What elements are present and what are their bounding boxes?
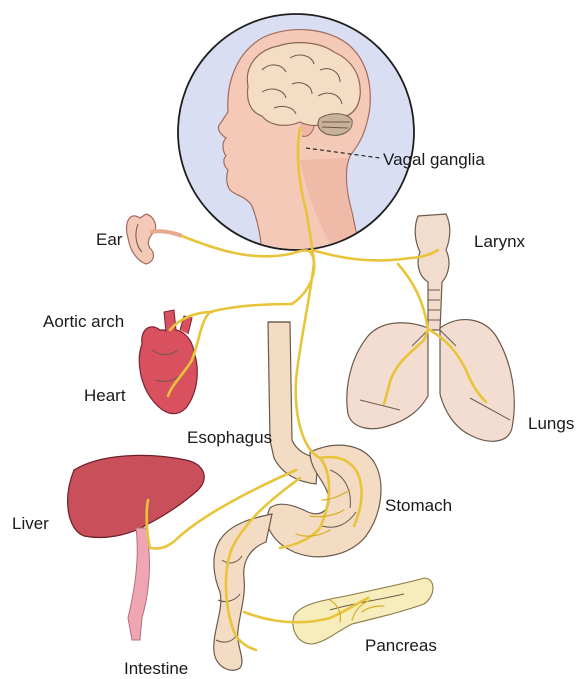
label-larynx: Larynx xyxy=(474,232,525,252)
liver-icon xyxy=(68,455,205,640)
label-heart: Heart xyxy=(84,386,126,406)
heart-icon xyxy=(139,310,197,414)
label-stomach: Stomach xyxy=(385,496,452,516)
label-ear: Ear xyxy=(96,230,122,250)
label-lungs: Lungs xyxy=(528,414,574,434)
label-vagal-ganglia: Vagal ganglia xyxy=(383,150,485,170)
intestine-icon xyxy=(214,514,272,670)
larynx-icon xyxy=(415,214,450,330)
ear-icon xyxy=(127,214,183,264)
label-intestine: Intestine xyxy=(124,659,188,679)
label-liver: Liver xyxy=(12,514,49,534)
label-esophagus: Esophagus xyxy=(187,428,272,448)
label-aortic-arch: Aortic arch xyxy=(43,312,124,332)
lungs-icon xyxy=(347,320,514,442)
label-pancreas: Pancreas xyxy=(365,636,437,656)
